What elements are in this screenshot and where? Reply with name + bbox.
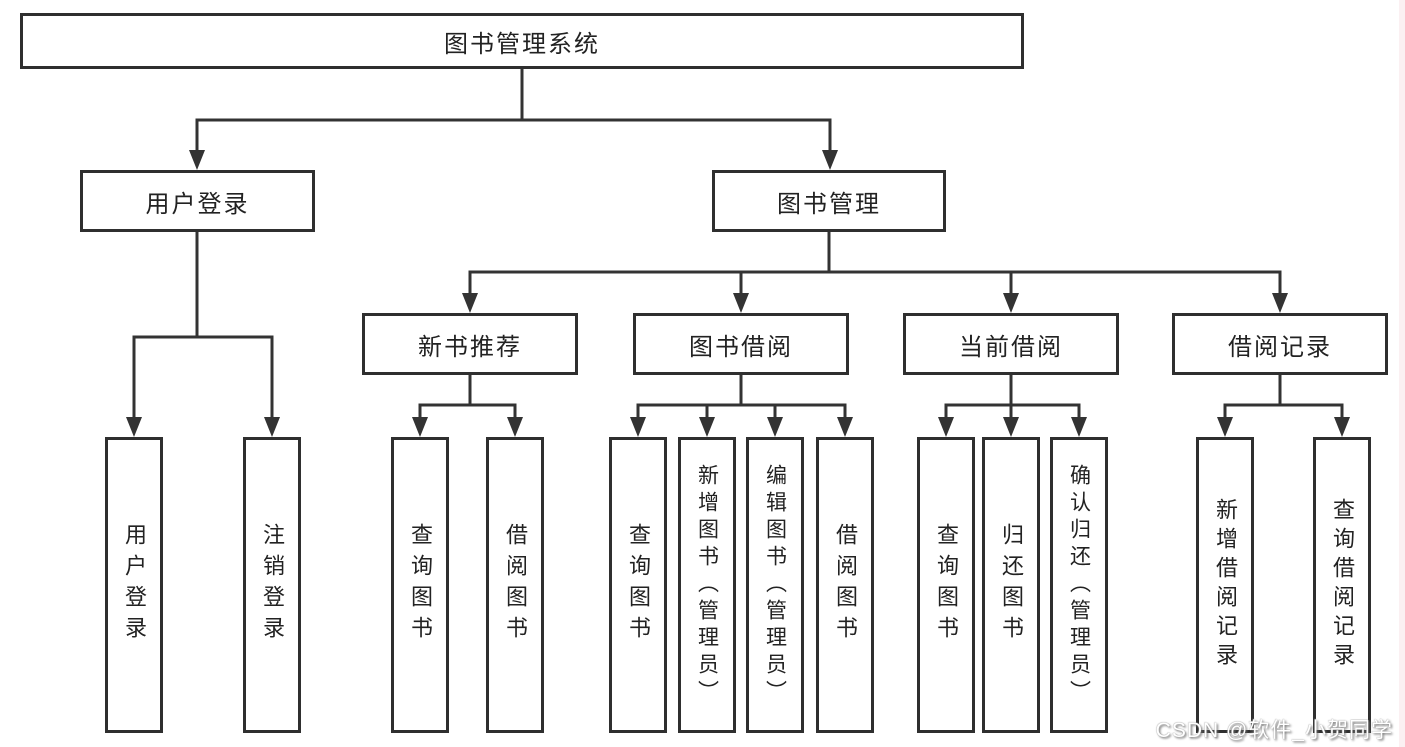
leaf-borrow-books-2: 借阅图书 (816, 437, 874, 733)
leaf-return-book: 归还图书 (982, 437, 1040, 733)
arrowhead-down-icon (412, 417, 428, 437)
leaf-user-login: 用户登录 (105, 437, 163, 733)
arrowhead-down-icon (1217, 417, 1233, 437)
node-book-management: 图书管理 (712, 170, 946, 232)
arrowhead-down-icon (507, 417, 523, 437)
arrowhead-down-icon (630, 417, 646, 437)
node-root: 图书管理系统 (20, 13, 1024, 69)
leaf-edit-book-admin: 编辑图书（管理员） (746, 437, 804, 733)
arrowhead-down-icon (1071, 417, 1087, 437)
leaf-add-borrow-record: 新增借阅记录 (1196, 437, 1254, 733)
csdn-watermark: CSDN @软件_小贺同学 (1155, 719, 1393, 742)
arrowhead-down-icon (1003, 293, 1019, 313)
arrowhead-down-icon (822, 150, 838, 170)
arrowhead-down-icon (938, 417, 954, 437)
leaf-add-book-admin: 新增图书（管理员） (678, 437, 736, 733)
arrowhead-down-icon (767, 417, 783, 437)
node-borrow-records: 借阅记录 (1172, 313, 1388, 375)
leaf-borrow-books-1: 借阅图书 (486, 437, 544, 733)
arrowhead-down-icon (1272, 293, 1288, 313)
arrowhead-down-icon (699, 417, 715, 437)
arrowhead-down-icon (1334, 417, 1350, 437)
node-book-borrowing: 图书借阅 (633, 313, 849, 375)
leaf-query-books-3: 查询图书 (917, 437, 975, 733)
leaf-query-books-2: 查询图书 (609, 437, 667, 733)
arrowhead-down-icon (189, 150, 205, 170)
arrowhead-down-icon (1003, 417, 1019, 437)
leaf-confirm-return-admin: 确认归还（管理员） (1050, 437, 1108, 733)
leaf-logout-login: 注销登录 (243, 437, 301, 733)
right-edge-strip (1399, 0, 1405, 747)
node-user-login: 用户登录 (80, 170, 315, 232)
node-new-book-recommend: 新书推荐 (362, 313, 578, 375)
arrowhead-down-icon (264, 417, 280, 437)
arrowhead-down-icon (837, 417, 853, 437)
arrowhead-down-icon (126, 417, 142, 437)
arrowhead-down-icon (462, 293, 478, 313)
leaf-query-books-1: 查询图书 (391, 437, 449, 733)
leaf-query-borrow-record: 查询借阅记录 (1313, 437, 1371, 733)
node-current-borrowing: 当前借阅 (903, 313, 1119, 375)
arrowhead-down-icon (733, 293, 749, 313)
